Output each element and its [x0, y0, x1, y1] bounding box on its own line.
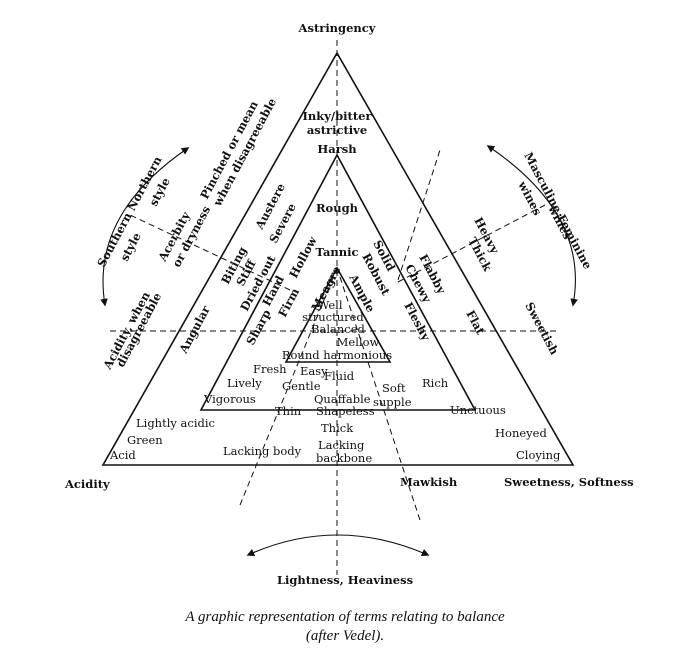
right-curved-arrow: [486, 145, 578, 307]
middle-triangle: [199, 153, 477, 411]
term-acid: Acid: [109, 448, 136, 462]
term-lightly-acidic: Lightly acidic: [136, 416, 215, 430]
term-fresh: Fresh: [253, 362, 287, 376]
term-backbone: backbone: [316, 451, 372, 465]
right-mid-dash: [397, 204, 546, 283]
term-unctuous: Unctuous: [450, 403, 506, 417]
vertex-acidity: Acidity: [64, 477, 110, 491]
vertex-sweetness-softness: Sweetness, Softness: [504, 475, 634, 489]
term-fluid: Fluid: [324, 369, 355, 383]
vertex-lightness-heaviness: Lightness, Heaviness: [277, 573, 413, 587]
term-lively: Lively: [227, 376, 262, 390]
term-mellow: Mellow: [337, 335, 380, 349]
term-lacking-body: Lacking body: [223, 444, 302, 458]
term-round-harmonious: Round harmonious: [282, 348, 392, 362]
term-mawkish: Mawkish: [400, 475, 458, 489]
term-supple: supple: [373, 395, 412, 409]
bottom-curved-arrow: [246, 534, 430, 557]
term-honeyed: Honeyed: [495, 426, 547, 440]
term-thick: Thick: [321, 421, 354, 435]
term-tannic: Tannic: [315, 245, 358, 259]
right-lower-dash: [336, 267, 421, 521]
term-angular: Angular: [176, 302, 213, 356]
term-rich: Rich: [422, 376, 449, 390]
left-curved-arrow: [100, 147, 190, 307]
term-inky-bitter: Inky/bitter: [303, 109, 373, 123]
term-balanced: Balanced: [311, 322, 365, 336]
right-upper-dash: [397, 149, 441, 281]
term-soft: Soft: [382, 381, 406, 395]
term-vigorous: Vigorous: [203, 392, 256, 406]
term-rough: Rough: [316, 201, 359, 215]
inner-triangle: [284, 266, 392, 363]
term-green: Green: [127, 433, 163, 447]
term-thin: Thin: [275, 404, 302, 418]
term-gentle: Gentle: [282, 379, 321, 393]
term-easy: Easy: [300, 364, 328, 378]
term-lacking: Lacking: [318, 438, 365, 452]
outer-triangle: [101, 51, 575, 466]
note-sweetish: Sweetish: [522, 300, 562, 358]
left-lower-dash: [239, 267, 338, 506]
term-structured: structured: [302, 310, 364, 324]
term-shapeless: Shapeless: [316, 404, 375, 418]
term-harsh: Harsh: [317, 142, 357, 156]
caption-line-1: A graphic representation of terms relati…: [184, 609, 505, 625]
term-flat: Flat: [463, 308, 488, 338]
vertex-astringency: Astringency: [298, 21, 376, 35]
term-quaffable: Quaffable: [314, 392, 371, 406]
term-cloying: Cloying: [516, 448, 561, 462]
term-well: Well: [317, 298, 342, 312]
term-astrictive: astrictive: [307, 123, 367, 137]
term-fleshy: Fleshy: [401, 300, 433, 343]
caption-line-2: (after Vedel).: [306, 628, 384, 644]
